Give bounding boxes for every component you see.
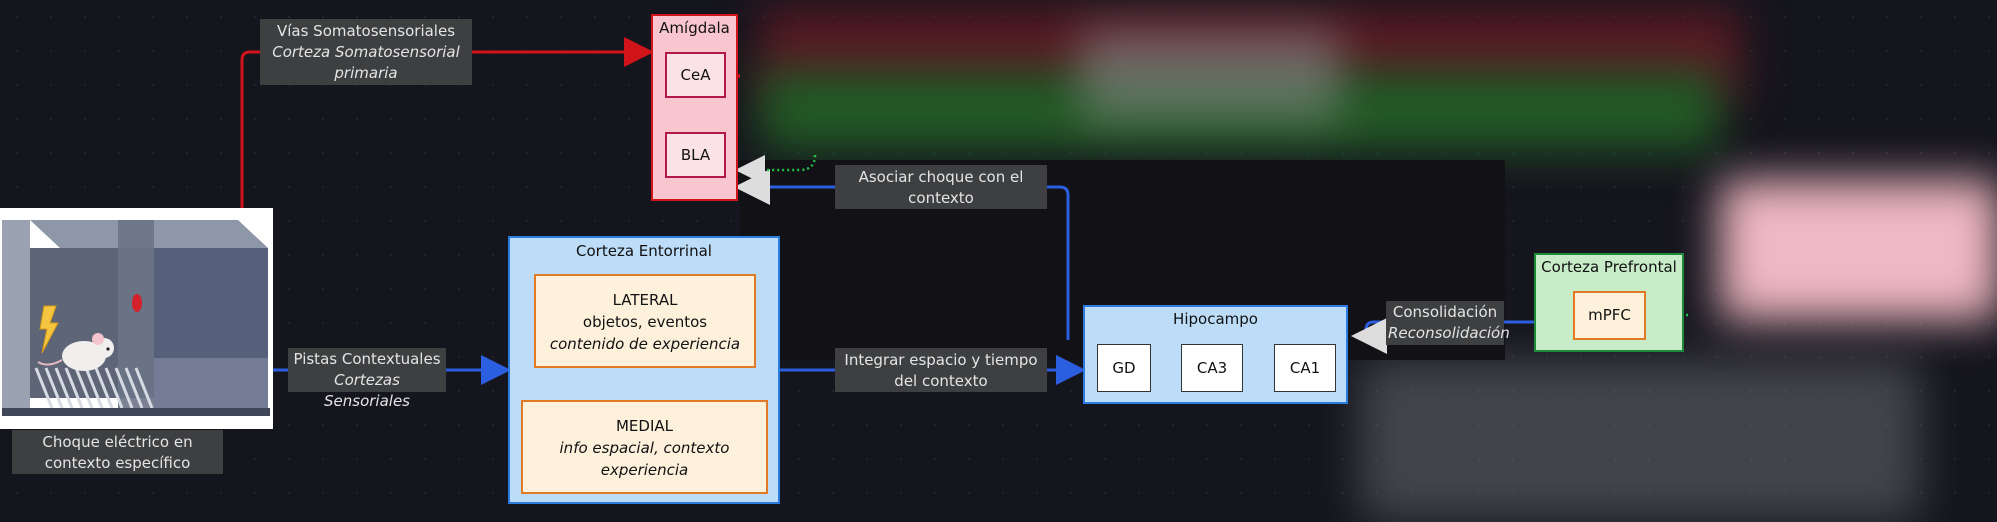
hipocampo-title: Hipocampo [1173,310,1258,328]
choque-line2: contexto específico [44,454,191,472]
somato-cortex: Corteza Somatosensorial [272,43,460,61]
shock-chamber-illustration [0,208,273,429]
lateral-objetos: objetos, eventos [582,313,708,331]
chamber-svg [2,220,270,416]
medial-info: info espacial, contexto [559,439,730,457]
red-path [240,37,654,208]
pistas-cortezas: Cortezas Sensoriales [324,371,410,410]
lateral-title: LATERAL [612,291,678,309]
label-pistas-contextuales: Pistas Contextuales Cortezas Sensoriales [288,348,446,410]
cea-node: CeA [665,52,726,98]
green-path-bla [727,155,817,170]
prefrontal-region: Corteza Prefrontal mPFC [1534,253,1684,352]
asociar-line1: Asociar choque con el [858,168,1024,186]
hipocampo-region: Hipocampo GD CA3 CA1 [1083,305,1348,404]
bla-node: BLA [665,132,726,178]
asociar-line2: contexto [908,189,974,207]
lateral-box: LATERAL objetos, eventos contenido de ex… [534,274,756,368]
lateral-contenido: contenido de experiencia [549,335,741,353]
entorrinal-title: Corteza Entorrinal [576,242,712,260]
gd-node: GD [1097,344,1151,392]
somato-primaria: primaria [334,64,398,82]
label-choque: Choque eléctrico en contexto específico [12,430,223,474]
label-consolidacion: Consolidación Reconsolidación [1386,301,1510,345]
somato-title: Vías Somatosensoriales [276,22,456,40]
medial-title: MEDIAL [615,417,673,435]
ca1-node: CA1 [1274,344,1336,392]
choque-line1: Choque eléctrico en [42,433,193,451]
medial-box: MEDIAL info espacial, contexto experienc… [521,400,768,494]
amigdala-title: Amígdala [659,19,730,37]
integrar-line1: Integrar espacio y tiempo [844,351,1038,369]
label-asociar: Asociar choque con el contexto [835,165,1047,209]
label-somatosensorial: Vías Somatosensoriales Corteza Somatosen… [260,19,472,85]
consolidacion-text: Consolidación [1392,303,1498,321]
amigdala-region: Amígdala CeA BLA [651,14,738,201]
integrar-line2: del contexto [894,372,988,390]
label-integrar: Integrar espacio y tiempo del contexto [835,348,1047,392]
pistas-title: Pistas Contextuales [293,350,441,368]
prefrontal-title: Corteza Prefrontal [1541,258,1677,276]
blue-path-asociar [734,169,1070,340]
ca3-node: CA3 [1181,344,1243,392]
mpfc-node: mPFC [1573,291,1646,340]
reconsolidacion-text: Reconsolidación [1388,324,1510,342]
entorrinal-region: Corteza Entorrinal LATERAL objetos, even… [508,236,780,504]
medial-experiencia: experiencia [600,461,689,479]
